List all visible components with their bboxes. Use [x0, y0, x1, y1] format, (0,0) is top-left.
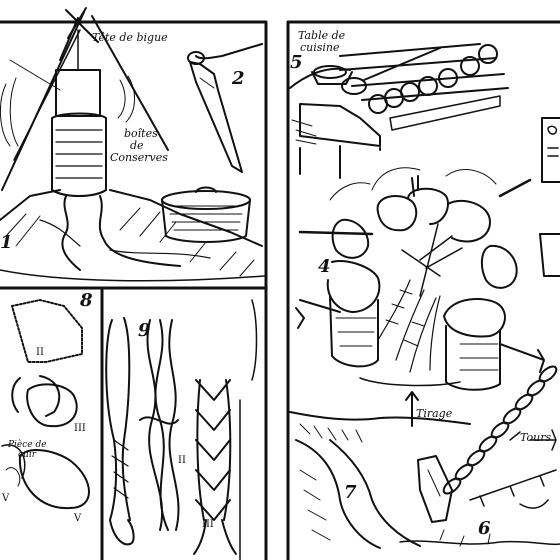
right-panel-border: [286, 20, 560, 560]
tirage-label: Tirage: [416, 407, 453, 420]
left-panel-border: [0, 20, 268, 560]
boites-label-line1: boîtes: [124, 127, 158, 140]
tete-de-bigue-label: Tête de bigue: [92, 31, 168, 44]
fig2-hook-drawing: [187, 43, 263, 173]
fig5-number: 5: [290, 52, 303, 73]
fig7-trench-drawing: [289, 411, 471, 549]
fig1-tripod-drawing: [0, 7, 265, 282]
fig8-leather-patterns: [1, 299, 90, 510]
fig2-number: 2: [232, 68, 245, 89]
fig9-braids: [105, 299, 258, 560]
boites-label-line3: Conserves: [110, 151, 168, 164]
piece-de-cuir-label-line2: cuir: [18, 450, 37, 460]
boites-label-line2: de: [130, 139, 144, 152]
tours-label: Tours: [520, 431, 552, 444]
fig4-number: 4: [318, 256, 331, 277]
fig7-number: 7: [344, 482, 357, 503]
fig8-roman-iii: III: [74, 423, 86, 434]
fig9-number: 9: [138, 320, 151, 341]
fig8-roman-ii: II: [36, 347, 44, 358]
fig8-roman-iv: V: [2, 493, 10, 504]
fig9-roman-i: I: [100, 431, 104, 442]
fig9-roman-iii: III: [202, 519, 214, 530]
fig1-number: 1: [0, 232, 13, 253]
fig6-chain-drawing: [399, 365, 560, 547]
fig9-roman-ii: II: [178, 455, 186, 466]
fig8-number: 8: [80, 290, 93, 311]
fig8-roman-v: V: [74, 513, 82, 524]
piece-de-cuir-label-line1: Pièce de: [8, 440, 47, 450]
fig4-firepit-drawing: [295, 167, 545, 427]
table-de-cuisine-label-line1: Table de: [298, 29, 346, 42]
table-de-cuisine-label-line2: cuisine: [300, 41, 340, 54]
fig5-table-drawing: [289, 43, 509, 179]
fig6-number: 6: [478, 518, 491, 539]
